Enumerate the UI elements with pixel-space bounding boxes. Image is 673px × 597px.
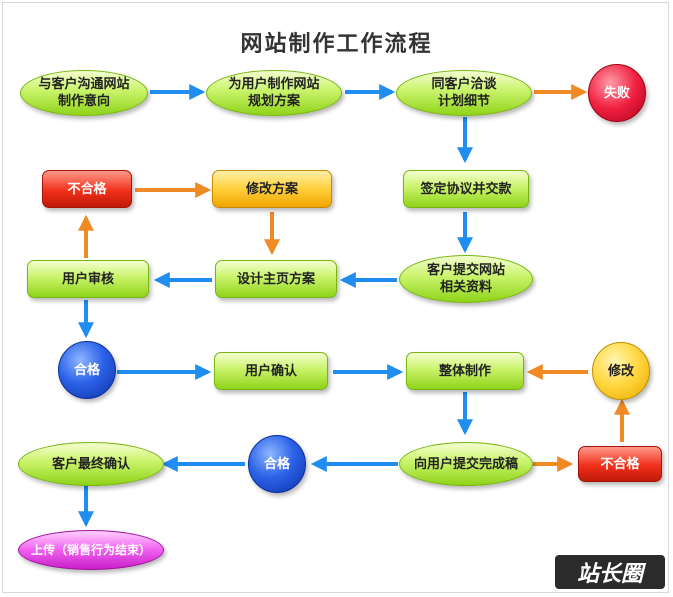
node-user-review: 用户审核 [27, 260, 149, 298]
node-materials: 客户提交网站 相关资料 [399, 255, 533, 303]
node-negotiate: 同客户洽谈 计划细节 [396, 70, 532, 116]
node-pass-2: 合格 [248, 435, 306, 493]
node-upload: 上传（销售行为结束） [18, 530, 164, 570]
node-final-confirm: 客户最终确认 [18, 442, 164, 486]
node-unqualified-bottom: 不合格 [578, 446, 662, 482]
node-design: 设计主页方案 [215, 260, 337, 298]
node-communicate: 与客户沟通网站 制作意向 [20, 70, 148, 116]
node-plan: 为用户制作网站 规划方案 [206, 70, 342, 116]
node-fail: 失败 [588, 64, 646, 122]
node-modify: 修改 [592, 342, 650, 400]
diagram-title: 网站制作工作流程 [240, 32, 433, 57]
node-user-confirm: 用户确认 [214, 352, 328, 390]
node-revise-plan: 修改方案 [212, 170, 332, 208]
node-submit-draft: 向用户提交完成稿 [399, 442, 533, 486]
node-pass-1: 合格 [58, 341, 116, 399]
node-full-build: 整体制作 [406, 352, 524, 390]
node-unqualified-top: 不合格 [42, 170, 132, 208]
watermark-logo: 站长圈 [555, 555, 665, 589]
node-sign: 签定协议并交款 [403, 170, 529, 208]
